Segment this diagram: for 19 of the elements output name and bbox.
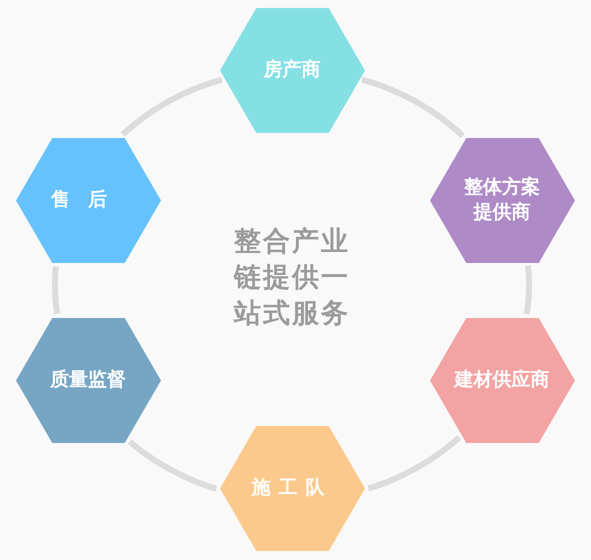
hexagon [220,8,364,132]
hexagon [220,426,364,550]
ring-arc [524,264,532,316]
hexagon [16,318,160,442]
ring-arc [128,439,218,492]
node-label: 施工队 [250,476,334,500]
ring-arc [52,264,60,316]
hexagon [16,138,160,262]
node-label: 整体方案提供商 [463,175,541,225]
ring-arc [366,435,462,492]
hexagon [430,138,574,262]
ring-arc [360,76,465,138]
node-label: 售后 [50,188,126,212]
hexagon [430,318,574,442]
node-label: 房产商 [262,58,322,82]
node-label: 建材供应商 [452,368,550,392]
node-label: 质量监督 [49,368,127,392]
center-caption: 整合产业链提供一站式服务 [232,225,351,331]
ring-arc [120,76,224,137]
